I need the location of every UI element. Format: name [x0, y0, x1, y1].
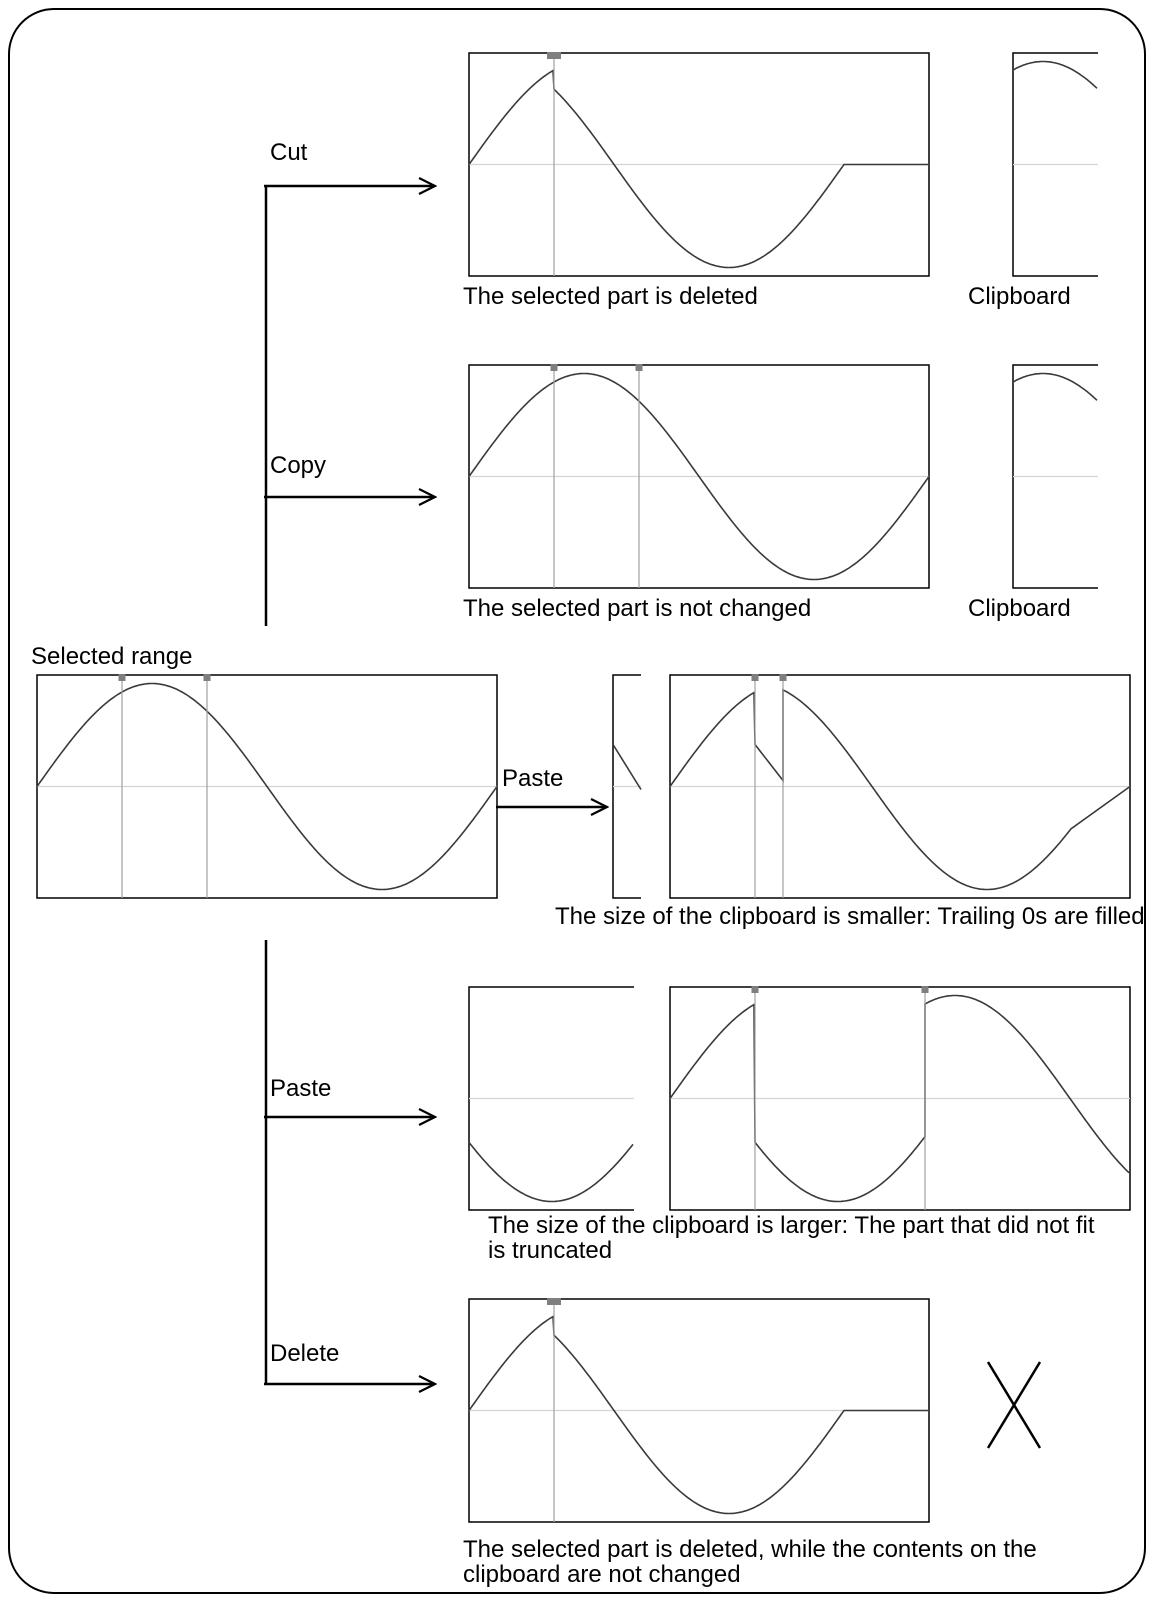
paste-large-result-panel: [669, 986, 1131, 1211]
delete-result-panel: [468, 1298, 930, 1523]
source-waveform: [36, 682, 498, 891]
flow-lines: [264, 186, 607, 1384]
copy-result-waveform: [468, 372, 930, 581]
copy-selection-end-cursor-marker: [635, 364, 643, 371]
paste-small-start-cursor-marker: [751, 674, 759, 681]
paste-small-caption: The size of the clipboard is smaller: Tr…: [555, 903, 1145, 930]
delete-point-cursor-marker: [547, 1298, 561, 1305]
copy-result-panel: [468, 364, 930, 589]
cross-icon: [986, 1361, 1042, 1449]
paste-small-end-cursor-marker: [779, 674, 787, 681]
cut-label: Cut: [270, 139, 308, 166]
copy-selection-start-cursor-marker: [550, 364, 558, 371]
paste-large-label: Paste: [270, 1075, 332, 1102]
delete-caption: The selected part is deleted, while the …: [463, 1536, 1037, 1588]
cut-clipboard-caption: Clipboard: [968, 283, 1071, 310]
cut-caption: The selected part is deleted: [463, 283, 758, 310]
cut-result-panel: [468, 52, 930, 277]
cut-result-waveform: [468, 69, 929, 269]
paste-small-result-waveform: [669, 688, 1131, 891]
selected-range-label: Selected range: [31, 643, 193, 670]
paste-large-clipboard-waveform: [468, 1141, 634, 1203]
copy-caption: The selected part is not changed: [463, 595, 812, 622]
paste-large-caption: The size of the clipboard is larger: The…: [488, 1212, 1095, 1264]
cut-point-cursor-marker: [547, 52, 561, 59]
source-selection-start-cursor-marker: [118, 674, 126, 681]
paste-small-clipboard-waveform: [612, 744, 642, 790]
diagram-frame: [8, 8, 1146, 1594]
delete-result-waveform: [468, 1315, 929, 1515]
delete-label: Delete: [270, 1340, 340, 1367]
paste-small-clipboard-panel: [612, 674, 642, 899]
paste-large-result-waveform: [669, 994, 1130, 1203]
copy-clipboard-panel: [1012, 364, 1098, 589]
cut-clipboard-waveform: [1012, 60, 1098, 89]
paste-small-label: Paste: [502, 765, 564, 792]
paste-large-clipboard-panel: [468, 986, 634, 1211]
paste-large-end-cursor-marker: [921, 986, 929, 993]
paste-small-result-panel: [669, 674, 1131, 899]
source-selection-end-cursor-marker: [203, 674, 211, 681]
copy-label: Copy: [270, 452, 327, 479]
copy-clipboard-waveform: [1012, 372, 1098, 401]
paste-large-start-cursor-marker: [751, 986, 759, 993]
copy-clipboard-caption: Clipboard: [968, 595, 1071, 622]
source-waveform-panel: [36, 674, 498, 899]
cut-clipboard-panel: [1012, 52, 1098, 277]
